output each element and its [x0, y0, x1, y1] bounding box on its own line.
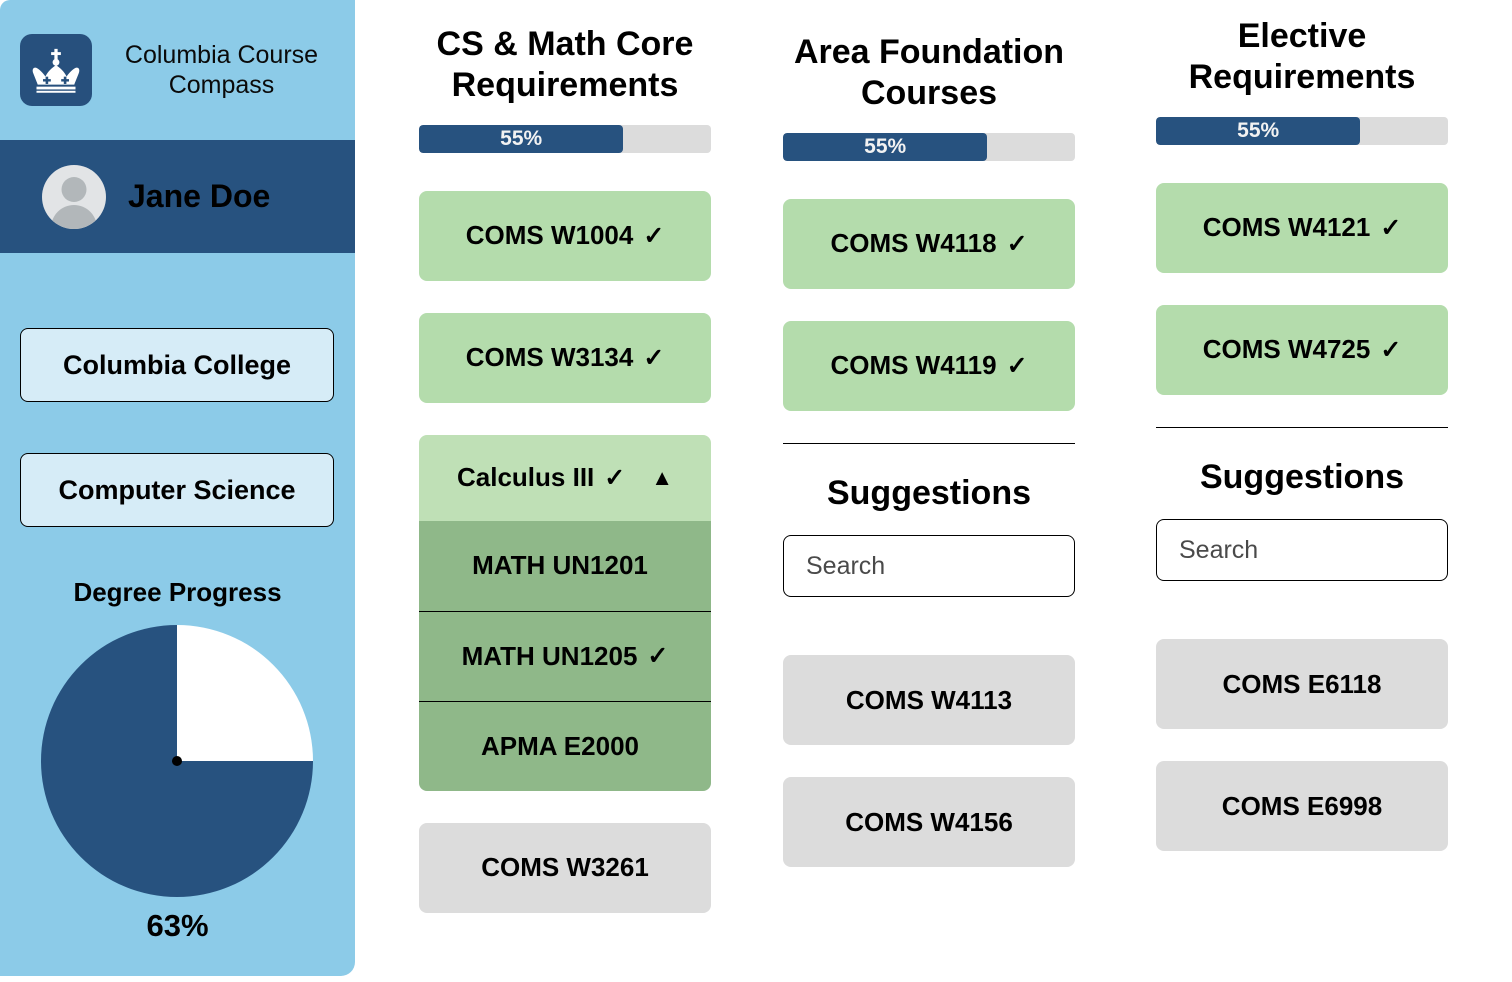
- degree-progress-pie-chart: [41, 625, 313, 897]
- course-group-item[interactable]: MATH UN1201: [419, 520, 711, 611]
- course-group-item[interactable]: APMA E2000: [419, 700, 711, 791]
- progress-bar-fill: 55%: [1156, 116, 1361, 145]
- suggestion-card[interactable]: COMS E6998: [1156, 761, 1448, 852]
- check-icon: ✓: [1006, 229, 1028, 258]
- column-title: CS & Math Core Requirements: [436, 25, 694, 105]
- degree-progress-title: Degree Progress: [73, 577, 282, 607]
- course-group-label: Calculus III: [457, 462, 595, 493]
- course-card[interactable]: COMS W1004 ✓: [419, 190, 711, 281]
- progress-bar-fill: 55%: [783, 132, 988, 161]
- course-code: COMS W1004: [465, 220, 634, 251]
- search-input[interactable]: [783, 535, 1075, 598]
- check-icon: ✓: [1380, 335, 1402, 364]
- course-group-calculus-iii: Calculus III ✓ ▲ MATH UN1201 MATH UN1205…: [419, 434, 711, 791]
- search-input[interactable]: [1156, 519, 1448, 582]
- course-card[interactable]: COMS W4119 ✓: [783, 320, 1075, 411]
- suggestion-card[interactable]: COMS W4113: [783, 655, 1075, 746]
- progress-bar-label: 55%: [864, 134, 907, 158]
- requirement-column-elective: Elective Requirements 55% COMS W4121 ✓ C…: [1119, 0, 1485, 883]
- suggestion-list: COMS E6118 COMS E6998: [1156, 581, 1448, 852]
- triangle-up-icon[interactable]: ▲: [651, 464, 673, 490]
- column-title: Area Foundation Courses: [793, 33, 1065, 113]
- course-code: MATH UN1205: [461, 640, 638, 671]
- course-code: COMS W4725: [1202, 334, 1371, 365]
- course-card[interactable]: COMS W4118 ✓: [783, 198, 1075, 289]
- course-card-list: COMS W4121 ✓ COMS W4725 ✓: [1156, 145, 1448, 395]
- course-card[interactable]: COMS W3261: [419, 822, 711, 913]
- check-icon: ✓: [604, 463, 626, 492]
- course-card[interactable]: COMS W3134 ✓: [419, 312, 711, 403]
- suggestions-title: Suggestions: [826, 474, 1032, 513]
- major-selector[interactable]: Computer Science: [20, 453, 334, 527]
- course-code: COMS W4113: [845, 684, 1013, 715]
- check-icon: ✓: [1380, 213, 1402, 242]
- progress-bar-area-foundation: 55%: [783, 132, 1075, 161]
- course-card-list: COMS W4118 ✓ COMS W4119 ✓: [783, 161, 1075, 411]
- course-code: COMS E6118: [1222, 668, 1382, 699]
- columbia-crown-icon: [20, 34, 92, 106]
- suggestion-card[interactable]: COMS E6118: [1156, 639, 1448, 730]
- progress-bar-elective: 55%: [1156, 116, 1448, 145]
- course-code: COMS W3134: [465, 342, 634, 373]
- check-icon: ✓: [643, 343, 665, 372]
- course-code: COMS W4156: [845, 806, 1013, 837]
- user-avatar-icon: [42, 164, 106, 229]
- requirement-column-area-foundation: Area Foundation Courses 55% COMS W4118 ✓…: [746, 0, 1112, 899]
- school-selector[interactable]: Columbia College: [20, 328, 334, 402]
- course-group-header[interactable]: Calculus III ✓ ▲: [419, 434, 711, 521]
- course-group-item[interactable]: MATH UN1205 ✓: [419, 610, 711, 701]
- check-icon: ✓: [643, 221, 665, 250]
- progress-bar-fill: 55%: [419, 124, 624, 153]
- course-code: COMS W4119: [830, 350, 997, 381]
- course-code: COMS W4118: [830, 228, 997, 259]
- course-code: APMA E2000: [481, 730, 639, 761]
- course-card[interactable]: COMS W4121 ✓: [1156, 182, 1448, 273]
- course-code: COMS W3261: [481, 852, 649, 883]
- sidebar: Columbia Course Compass Jane Doe Columbi…: [0, 0, 355, 976]
- course-card[interactable]: COMS W4725 ✓: [1156, 304, 1448, 395]
- suggestion-list: COMS W4113 COMS W4156: [783, 597, 1075, 868]
- check-icon: ✓: [647, 642, 669, 671]
- course-card-list: COMS W1004 ✓ COMS W3134 ✓ Calculus III ✓…: [419, 153, 711, 913]
- column-title: Elective Requirements: [1188, 17, 1416, 97]
- user-name: Jane Doe: [128, 178, 271, 214]
- degree-progress-percent: 63%: [146, 908, 209, 943]
- course-code: COMS E6998: [1221, 790, 1383, 821]
- section-divider: [1156, 426, 1448, 429]
- section-divider: [783, 442, 1075, 445]
- progress-bar-label: 55%: [500, 126, 543, 150]
- brand-title: Columbia Course Compass: [124, 40, 319, 100]
- requirement-column-core: CS & Math Core Requirements 55% COMS W10…: [382, 0, 748, 945]
- check-icon: ✓: [1006, 351, 1028, 380]
- progress-bar-label: 55%: [1237, 118, 1280, 142]
- suggestion-card[interactable]: COMS W4156: [783, 777, 1075, 868]
- suggestions-title: Suggestions: [1199, 458, 1405, 497]
- course-code: COMS W4121: [1202, 212, 1371, 243]
- brand-header: Columbia Course Compass: [0, 0, 355, 140]
- progress-bar-core: 55%: [419, 124, 711, 153]
- user-card[interactable]: Jane Doe: [0, 140, 355, 253]
- course-code: MATH UN1201: [472, 550, 648, 581]
